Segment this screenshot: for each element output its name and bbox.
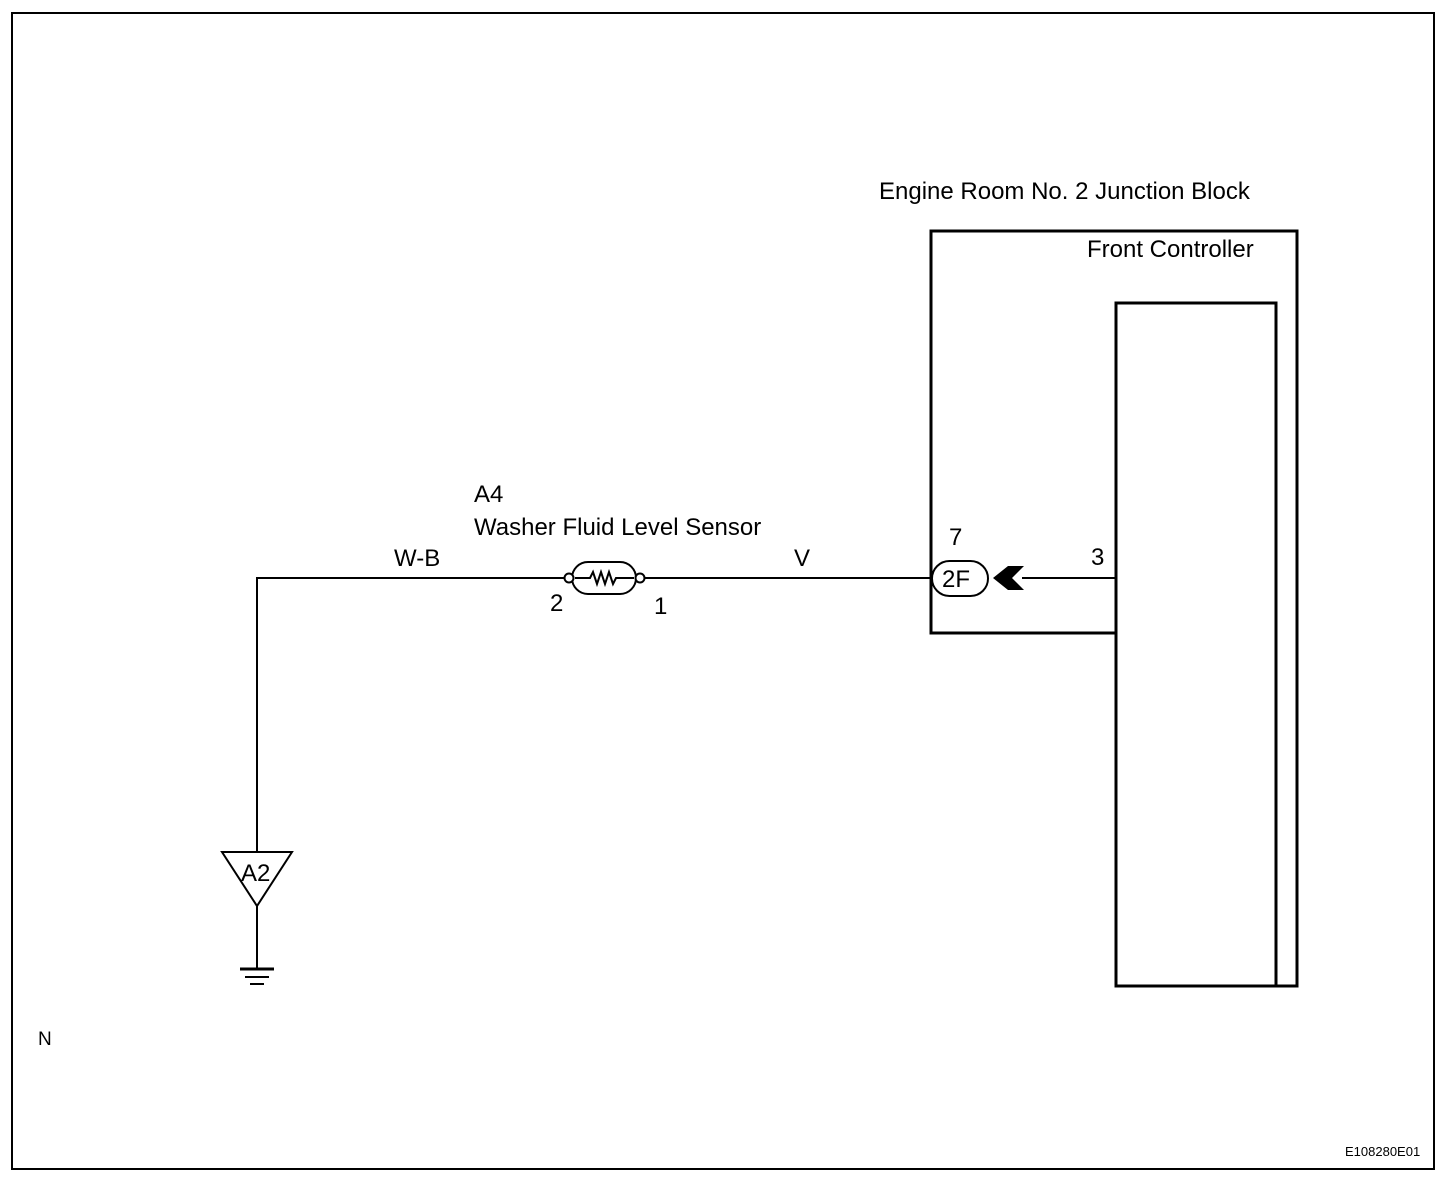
junction-block-outline xyxy=(929,229,1299,988)
connector-code: 2F xyxy=(942,566,970,593)
diagram-frame xyxy=(11,12,1435,1170)
wire-color-v: V xyxy=(794,545,810,572)
sensor-symbol xyxy=(563,561,646,595)
sensor-name: Washer Fluid Level Sensor xyxy=(474,514,761,541)
front-controller-box xyxy=(1114,301,1278,988)
wire-color-w-b: W-B xyxy=(394,545,440,572)
sensor-terminal-1 xyxy=(634,572,646,584)
resistor-zigzag xyxy=(575,568,634,588)
figure-id: E108280E01 xyxy=(1345,1144,1420,1159)
connector-2f xyxy=(931,560,1024,597)
connector-arrow-icon xyxy=(993,566,1024,590)
ground-code: A2 xyxy=(241,860,270,887)
sensor-pin-1: 1 xyxy=(654,593,667,620)
sensor-pin-2: 2 xyxy=(550,590,563,617)
wire-w-b xyxy=(256,577,568,852)
ground-point xyxy=(220,851,294,985)
connector-pin-7: 7 xyxy=(949,524,962,551)
controller-pin-3: 3 xyxy=(1091,544,1104,571)
ground-triangle-icon xyxy=(220,851,294,908)
sensor-code: A4 xyxy=(474,481,503,508)
corner-mark: N xyxy=(38,1029,52,1050)
front-controller-label: Front Controller xyxy=(1087,236,1254,263)
sensor-terminal-2 xyxy=(563,572,575,584)
junction-block-title: Engine Room No. 2 Junction Block xyxy=(879,178,1251,205)
